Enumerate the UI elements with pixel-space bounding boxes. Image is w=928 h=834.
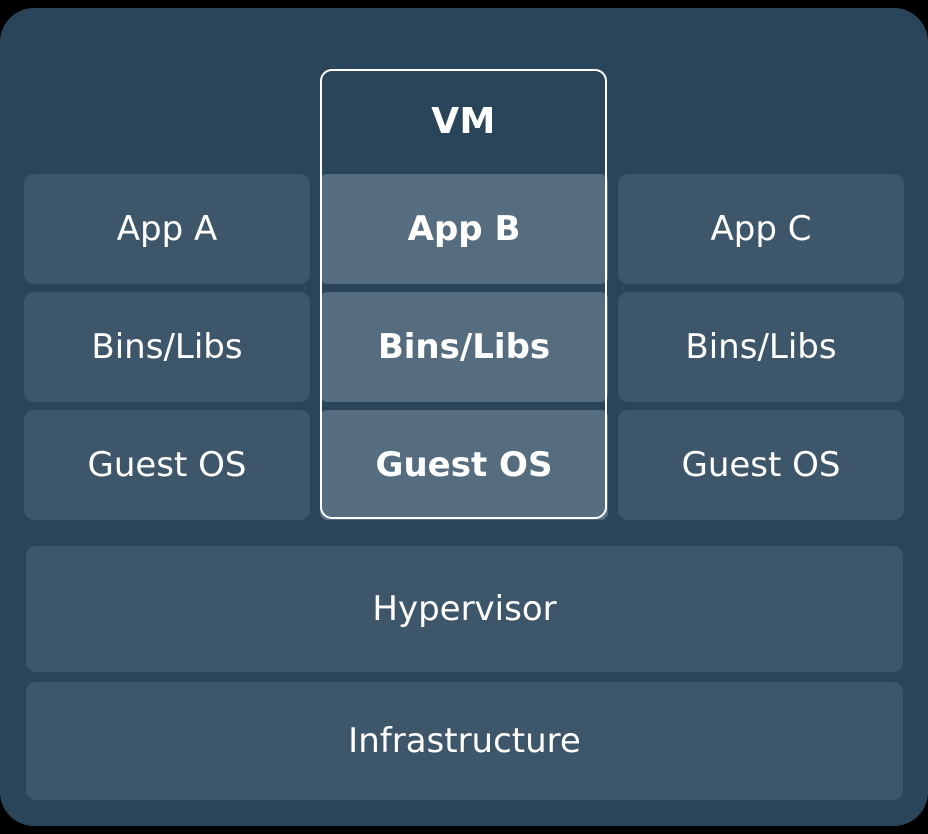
box-app-a[interactable]: App A xyxy=(24,174,310,284)
box-app-c[interactable]: App C xyxy=(618,174,904,284)
column-gap-left xyxy=(310,410,320,520)
column-gap-left xyxy=(310,292,320,402)
column-gap-right xyxy=(608,174,618,284)
vm-label: VM xyxy=(431,101,496,142)
box-bins-libs-left[interactable]: Bins/Libs xyxy=(24,292,310,402)
column-gap-left xyxy=(310,174,320,284)
vm-stack-grid: App A App B App C Bins/Libs Bins/Libs Bi… xyxy=(24,174,904,520)
column-gap-right xyxy=(608,292,618,402)
box-guest-os-center[interactable]: Guest OS xyxy=(320,410,608,520)
guest-os-row: Guest OS Guest OS Guest OS xyxy=(24,410,904,520)
bins-libs-row: Bins/Libs Bins/Libs Bins/Libs xyxy=(24,292,904,402)
box-app-b[interactable]: App B xyxy=(320,174,608,284)
box-guest-os-left[interactable]: Guest OS xyxy=(24,410,310,520)
box-bins-libs-center[interactable]: Bins/Libs xyxy=(320,292,608,402)
box-hypervisor[interactable]: Hypervisor xyxy=(26,546,903,672)
app-row: App A App B App C xyxy=(24,174,904,284)
column-gap-right xyxy=(608,410,618,520)
box-bins-libs-right[interactable]: Bins/Libs xyxy=(618,292,904,402)
box-infrastructure[interactable]: Infrastructure xyxy=(26,682,903,800)
box-guest-os-right[interactable]: Guest OS xyxy=(618,410,904,520)
